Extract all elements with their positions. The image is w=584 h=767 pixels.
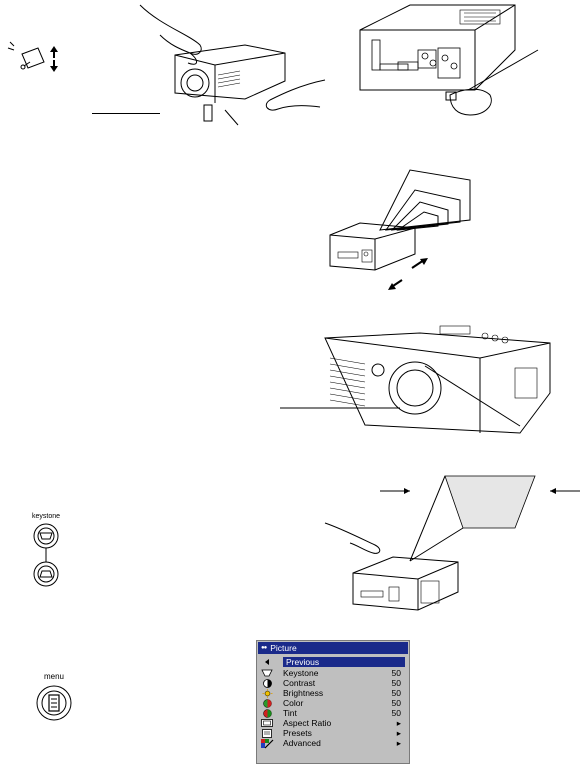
osd-item-contrast[interactable]: Contrast 50 xyxy=(257,678,409,688)
projector-front-illustration xyxy=(270,318,584,448)
osd-item-label: Advanced xyxy=(283,738,321,748)
menu-button: menu xyxy=(34,672,74,723)
presets-icon xyxy=(261,728,273,738)
brightness-icon xyxy=(261,688,273,698)
osd-item-brightness[interactable]: Brightness 50 xyxy=(257,688,409,698)
osd-item-label: Tint xyxy=(283,708,297,718)
tint-icon xyxy=(261,708,273,718)
keystone-buttons: keystone xyxy=(26,513,66,597)
keystone-projection-illustration xyxy=(324,473,584,613)
submenu-arrow-icon: ▸ xyxy=(396,727,401,738)
osd-item-label: Presets xyxy=(283,728,312,738)
elevator-callout-line xyxy=(92,113,160,114)
contrast-icon xyxy=(261,678,273,688)
back-arrow-icon xyxy=(261,658,273,667)
osd-item-value: 50 xyxy=(391,708,401,718)
osd-item-label: Color xyxy=(283,698,304,708)
osd-item-label: Previous xyxy=(283,657,405,667)
osd-item-presets[interactable]: Presets ▸ xyxy=(257,728,409,738)
osd-title: Picture xyxy=(270,643,297,653)
submenu-arrow-icon: ▸ xyxy=(396,737,401,748)
osd-item-color[interactable]: Color 50 xyxy=(257,698,409,708)
osd-item-aspect-ratio[interactable]: Aspect Ratio ▸ xyxy=(257,718,409,728)
osd-item-label: Keystone xyxy=(283,668,319,678)
osd-item-value: 50 xyxy=(391,668,401,678)
keystone-label: keystone xyxy=(31,513,61,520)
osd-item-label: Contrast xyxy=(283,678,316,688)
osd-item-label: Aspect Ratio xyxy=(283,718,332,728)
projector-rear-illustration xyxy=(350,0,584,125)
projection-distance-illustration xyxy=(320,160,480,295)
picture-osd-menu: ●● Picture Previous Keystone 50 Contrast… xyxy=(256,640,410,764)
osd-item-value: 50 xyxy=(391,698,401,708)
osd-item-label: Brightness xyxy=(283,688,324,698)
osd-item-value: 50 xyxy=(391,688,401,698)
keystone-icon xyxy=(261,669,273,678)
elevator-tilt-icon xyxy=(7,40,68,80)
osd-item-advanced[interactable]: Advanced ▸ xyxy=(257,738,409,748)
aspect-ratio-icon xyxy=(261,719,273,728)
advanced-icon xyxy=(261,738,274,748)
menu-label: menu xyxy=(43,672,64,681)
osd-title-bar: ●● Picture xyxy=(258,642,408,654)
submenu-arrow-icon: ▸ xyxy=(396,717,401,728)
osd-item-tint[interactable]: Tint 50 xyxy=(257,708,409,718)
osd-item-previous[interactable]: Previous xyxy=(257,657,409,667)
color-icon xyxy=(261,698,273,708)
menu-dots-icon: ●● xyxy=(261,645,267,651)
osd-item-value: 50 xyxy=(391,678,401,688)
projector-lift-illustration xyxy=(130,4,330,130)
osd-item-keystone[interactable]: Keystone 50 xyxy=(257,668,409,678)
